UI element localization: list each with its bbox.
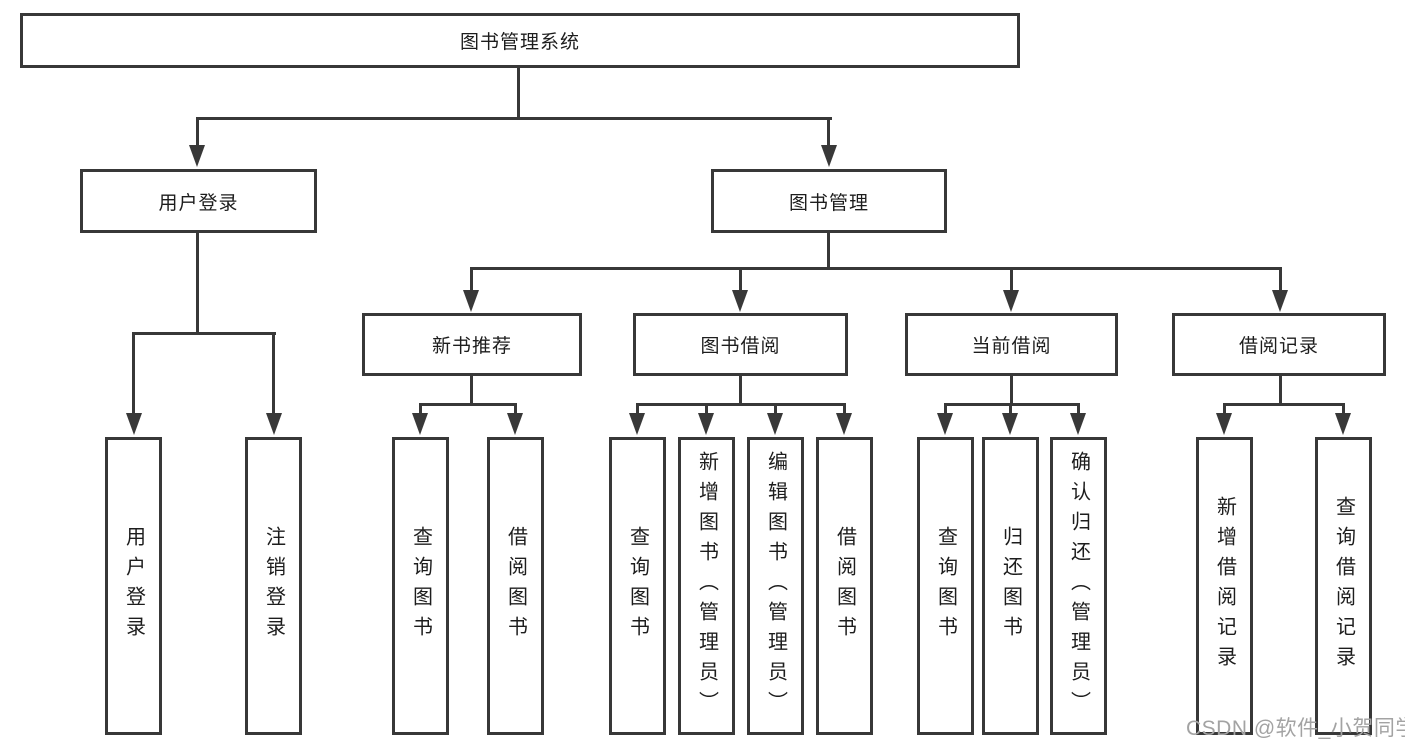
leaf-label: 查询借阅记录 (1332, 496, 1355, 676)
arrow-down-icon (1003, 290, 1019, 312)
connector-to-leaf (514, 403, 517, 415)
leaf-query-books-borrow: 查询图书 (609, 437, 666, 735)
connector-to-leaf (132, 332, 135, 414)
node-book-borrow: 图书借阅 (633, 313, 848, 376)
leaf-label: 借阅图书 (504, 526, 527, 646)
connector-to-new-book-recommend (470, 267, 473, 291)
leaf-label: 确认归还（管理员） (1067, 451, 1090, 721)
connector-to-leaf (1077, 403, 1080, 415)
leaf-label: 归还图书 (999, 526, 1022, 646)
connector-to-current-borrow (1010, 267, 1013, 291)
leaf-return-books: 归还图书 (982, 437, 1039, 735)
arrow-down-icon (698, 413, 714, 435)
node-library-management-system: 图书管理系统 (20, 13, 1020, 68)
leaf-label: 用户登录 (122, 526, 145, 646)
arrow-down-icon (126, 413, 142, 435)
connector-root-stem (517, 68, 520, 118)
arrow-down-icon (463, 290, 479, 312)
arrow-down-icon (1335, 413, 1351, 435)
connector-to-leaf (705, 403, 708, 415)
node-label: 用户登录 (158, 192, 239, 214)
leaf-add-borrow-record: 新增借阅记录 (1196, 437, 1253, 735)
connector-book-management-bar (470, 267, 1282, 270)
arrow-down-icon (629, 413, 645, 435)
node-label: 图书借阅 (700, 336, 781, 357)
connector-to-leaf (1009, 403, 1012, 415)
connector-book-management-stem (827, 233, 830, 270)
leaf-label: 查询图书 (934, 526, 957, 646)
arrow-down-icon (189, 145, 205, 167)
csdn-watermark: CSDN @软件_小贺同学 (1186, 717, 1405, 740)
connector-borrow-records-bar (1223, 403, 1345, 406)
connector-new-book-recommend-bar (419, 403, 517, 406)
leaf-label: 新增借阅记录 (1213, 496, 1236, 676)
connector-user-login-stem (196, 233, 199, 334)
leaf-borrow-books-recommend: 借阅图书 (487, 437, 544, 735)
leaf-edit-books-admin: 编辑图书（管理员） (747, 437, 804, 735)
leaf-label: 借阅图书 (833, 526, 856, 646)
connector-to-leaf (944, 403, 947, 415)
connector-user-login-bar (132, 332, 276, 335)
arrow-down-icon (937, 413, 953, 435)
arrow-down-icon (732, 290, 748, 312)
arrow-down-icon (1002, 413, 1018, 435)
node-label: 新书推荐 (431, 336, 512, 357)
node-label: 图书管理 (788, 192, 869, 214)
connector-to-leaf (774, 403, 777, 415)
arrow-down-icon (1216, 413, 1232, 435)
node-label: 借阅记录 (1238, 336, 1319, 357)
arrow-down-icon (1272, 290, 1288, 312)
connector-to-leaf (419, 403, 422, 415)
arrow-down-icon (412, 413, 428, 435)
node-borrow-records: 借阅记录 (1172, 313, 1386, 376)
arrow-down-icon (836, 413, 852, 435)
connector-to-user-login (196, 117, 199, 145)
connector-new-book-recommend-stem (470, 376, 473, 404)
connector-to-leaf (1342, 403, 1345, 415)
leaf-label: 注销登录 (262, 526, 285, 646)
leaf-confirm-return-admin: 确认归还（管理员） (1050, 437, 1107, 735)
connector-to-leaf (843, 403, 846, 415)
node-new-book-recommend: 新书推荐 (362, 313, 582, 376)
node-label: 图书管理系统 (459, 32, 580, 53)
leaf-label: 编辑图书（管理员） (764, 451, 787, 721)
node-current-borrow: 当前借阅 (905, 313, 1118, 376)
leaf-label: 查询图书 (626, 526, 649, 646)
arrow-down-icon (821, 145, 837, 167)
node-label: 当前借阅 (971, 336, 1052, 357)
leaf-add-books-admin: 新增图书（管理员） (678, 437, 735, 735)
connector-borrow-records-stem (1279, 376, 1282, 404)
leaf-borrow-books: 借阅图书 (816, 437, 873, 735)
leaf-label: 新增图书（管理员） (695, 451, 718, 721)
connector-book-borrow-bar (636, 403, 846, 406)
leaf-logout: 注销登录 (245, 437, 302, 735)
connector-to-leaf (636, 403, 639, 415)
connector-current-borrow-bar (944, 403, 1080, 406)
connector-to-borrow-records (1279, 267, 1282, 291)
node-book-management: 图书管理 (711, 169, 947, 233)
connector-book-borrow-stem (739, 376, 742, 404)
connector-root-bar (196, 117, 832, 120)
arrow-down-icon (1070, 413, 1086, 435)
leaf-query-borrow-record: 查询借阅记录 (1315, 437, 1372, 735)
leaf-label: 查询图书 (409, 526, 432, 646)
connector-to-book-borrow (739, 267, 742, 291)
arrow-down-icon (266, 413, 282, 435)
arrow-down-icon (767, 413, 783, 435)
connector-to-leaf (1223, 403, 1226, 415)
leaf-query-books-current: 查询图书 (917, 437, 974, 735)
leaf-user-login: 用户登录 (105, 437, 162, 735)
arrow-down-icon (507, 413, 523, 435)
connector-to-leaf (272, 332, 275, 414)
leaf-query-books-recommend: 查询图书 (392, 437, 449, 735)
connector-current-borrow-stem (1010, 376, 1013, 404)
connector-to-book-management (827, 117, 830, 145)
node-user-login: 用户登录 (80, 169, 317, 233)
